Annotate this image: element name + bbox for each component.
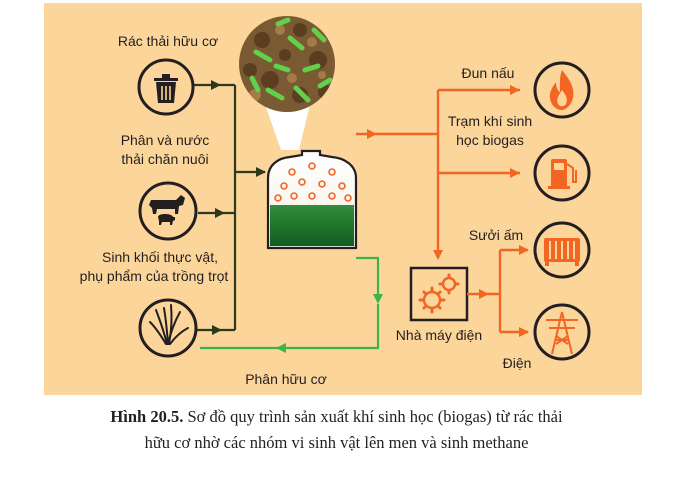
- electricity-label: Điện: [503, 355, 532, 371]
- gas-distribution-arrows: [356, 88, 520, 258]
- biogas-station-label-line2: học biogas: [456, 132, 524, 148]
- fertilizer-arrowheads: [276, 294, 383, 353]
- microorganism-magnifier: [239, 16, 335, 150]
- figure-number: Hình 20.5.: [110, 407, 184, 426]
- gas-bubbles: [274, 162, 352, 202]
- power-tower-icon: [533, 303, 591, 361]
- flame-icon: [533, 61, 591, 119]
- fertilizer-arrow: [200, 256, 380, 350]
- caption-line-1: Hình 20.5. Sơ đồ quy trình sản xuất khí …: [20, 404, 653, 430]
- fuel-pump-icon: [533, 144, 591, 202]
- plant-icon: [138, 298, 198, 358]
- figure-caption: Hình 20.5. Sơ đồ quy trình sản xuất khí …: [20, 404, 653, 456]
- caption-line-2: hữu cơ nhờ các nhóm vi sinh vật lên men …: [144, 433, 529, 452]
- cooking-label: Đun nấu: [462, 65, 515, 81]
- livestock-icon: [138, 181, 198, 241]
- power-plant-label: Nhà máy điện: [396, 327, 482, 343]
- electricity-arrowheads: [479, 245, 529, 337]
- biogas-station-label-line1: Trạm khí sinh: [448, 113, 532, 129]
- biogas-diagram: Rác thải hữu cơ Phân và nước thải chăn n…: [44, 3, 642, 395]
- caption-text-1: Sơ đồ quy trình sản xuất khí sinh học (b…: [183, 407, 563, 426]
- heating-label: Sưởi ấm: [469, 227, 523, 243]
- power-plant-icon: [409, 266, 469, 322]
- radiator-icon: [533, 221, 591, 279]
- biomass-label-line2: phụ phẩm của trồng trọt: [80, 268, 229, 284]
- biomass-label-line1: Sinh khối thực vật,: [102, 249, 218, 265]
- organic-waste-label: Rác thải hữu cơ: [118, 33, 218, 49]
- gas-arrowheads: [367, 85, 520, 260]
- manure-label-line1: Phân và nước: [121, 132, 210, 148]
- trash-bin-icon: [137, 58, 195, 116]
- input-arrowheads: [211, 80, 266, 335]
- organic-fertilizer-label: Phân hữu cơ: [245, 371, 327, 387]
- manure-label-line2: thải chăn nuôi: [121, 151, 208, 167]
